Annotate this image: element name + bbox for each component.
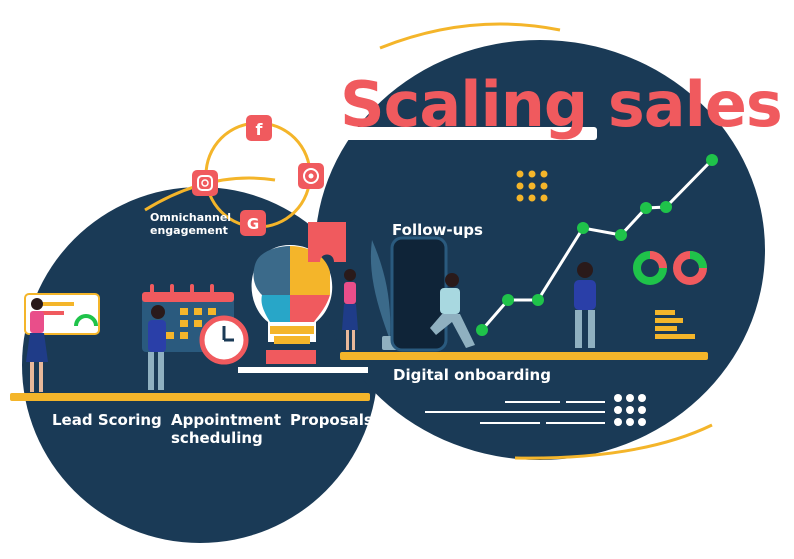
lead-scoring-person bbox=[26, 298, 48, 392]
title-underline bbox=[342, 127, 597, 140]
label-omnichannel-line1: Omnichannel bbox=[150, 211, 232, 224]
dot-grid-icon bbox=[516, 170, 548, 202]
label-appointment-scheduling: Appointment scheduling bbox=[171, 411, 281, 447]
follow-up-person bbox=[430, 273, 475, 348]
mid-platform bbox=[238, 367, 368, 373]
label-proposals: Proposals bbox=[290, 411, 373, 429]
label-appointment-line1: Appointment bbox=[171, 411, 282, 429]
label-appointment-line2: scheduling bbox=[171, 429, 263, 447]
growth-point bbox=[476, 324, 488, 336]
page-title: Scaling sales bbox=[340, 68, 783, 141]
growth-point bbox=[660, 201, 672, 213]
floating-puzzle-piece bbox=[308, 222, 346, 262]
growth-point bbox=[577, 222, 589, 234]
right-platform bbox=[340, 352, 708, 360]
left-platform bbox=[10, 393, 370, 401]
proposals-person bbox=[342, 269, 358, 350]
label-follow-ups: Follow-ups bbox=[392, 221, 483, 239]
label-omnichannel-engagement: Omnichannel engagement bbox=[150, 211, 231, 237]
label-omnichannel-line2: engagement bbox=[150, 224, 228, 237]
growth-point bbox=[615, 229, 627, 241]
growth-points bbox=[476, 154, 718, 336]
donut-chart-icon bbox=[633, 251, 707, 285]
appointment-person bbox=[148, 305, 166, 390]
facebook-icon: f bbox=[246, 115, 272, 141]
clock-icon bbox=[199, 315, 249, 365]
growth-point bbox=[640, 202, 652, 214]
top-gold-swoosh bbox=[379, 22, 561, 50]
instagram-icon bbox=[192, 170, 218, 196]
growth-point bbox=[706, 154, 718, 166]
decorative-lines bbox=[425, 401, 605, 424]
chrome-icon bbox=[298, 163, 324, 189]
growth-point bbox=[532, 294, 544, 306]
bottom-gold-swoosh bbox=[514, 423, 713, 460]
bar-chart-icon bbox=[655, 310, 695, 339]
growth-point bbox=[502, 294, 514, 306]
label-digital-onboarding: Digital onboarding bbox=[393, 366, 551, 384]
svg-text:f: f bbox=[256, 120, 264, 139]
label-lead-scoring: Lead Scoring bbox=[52, 411, 162, 429]
svg-text:G: G bbox=[247, 215, 259, 233]
dot-grid-icon bbox=[614, 394, 646, 426]
google-icon: G bbox=[240, 210, 266, 236]
onboarding-person bbox=[574, 262, 596, 348]
